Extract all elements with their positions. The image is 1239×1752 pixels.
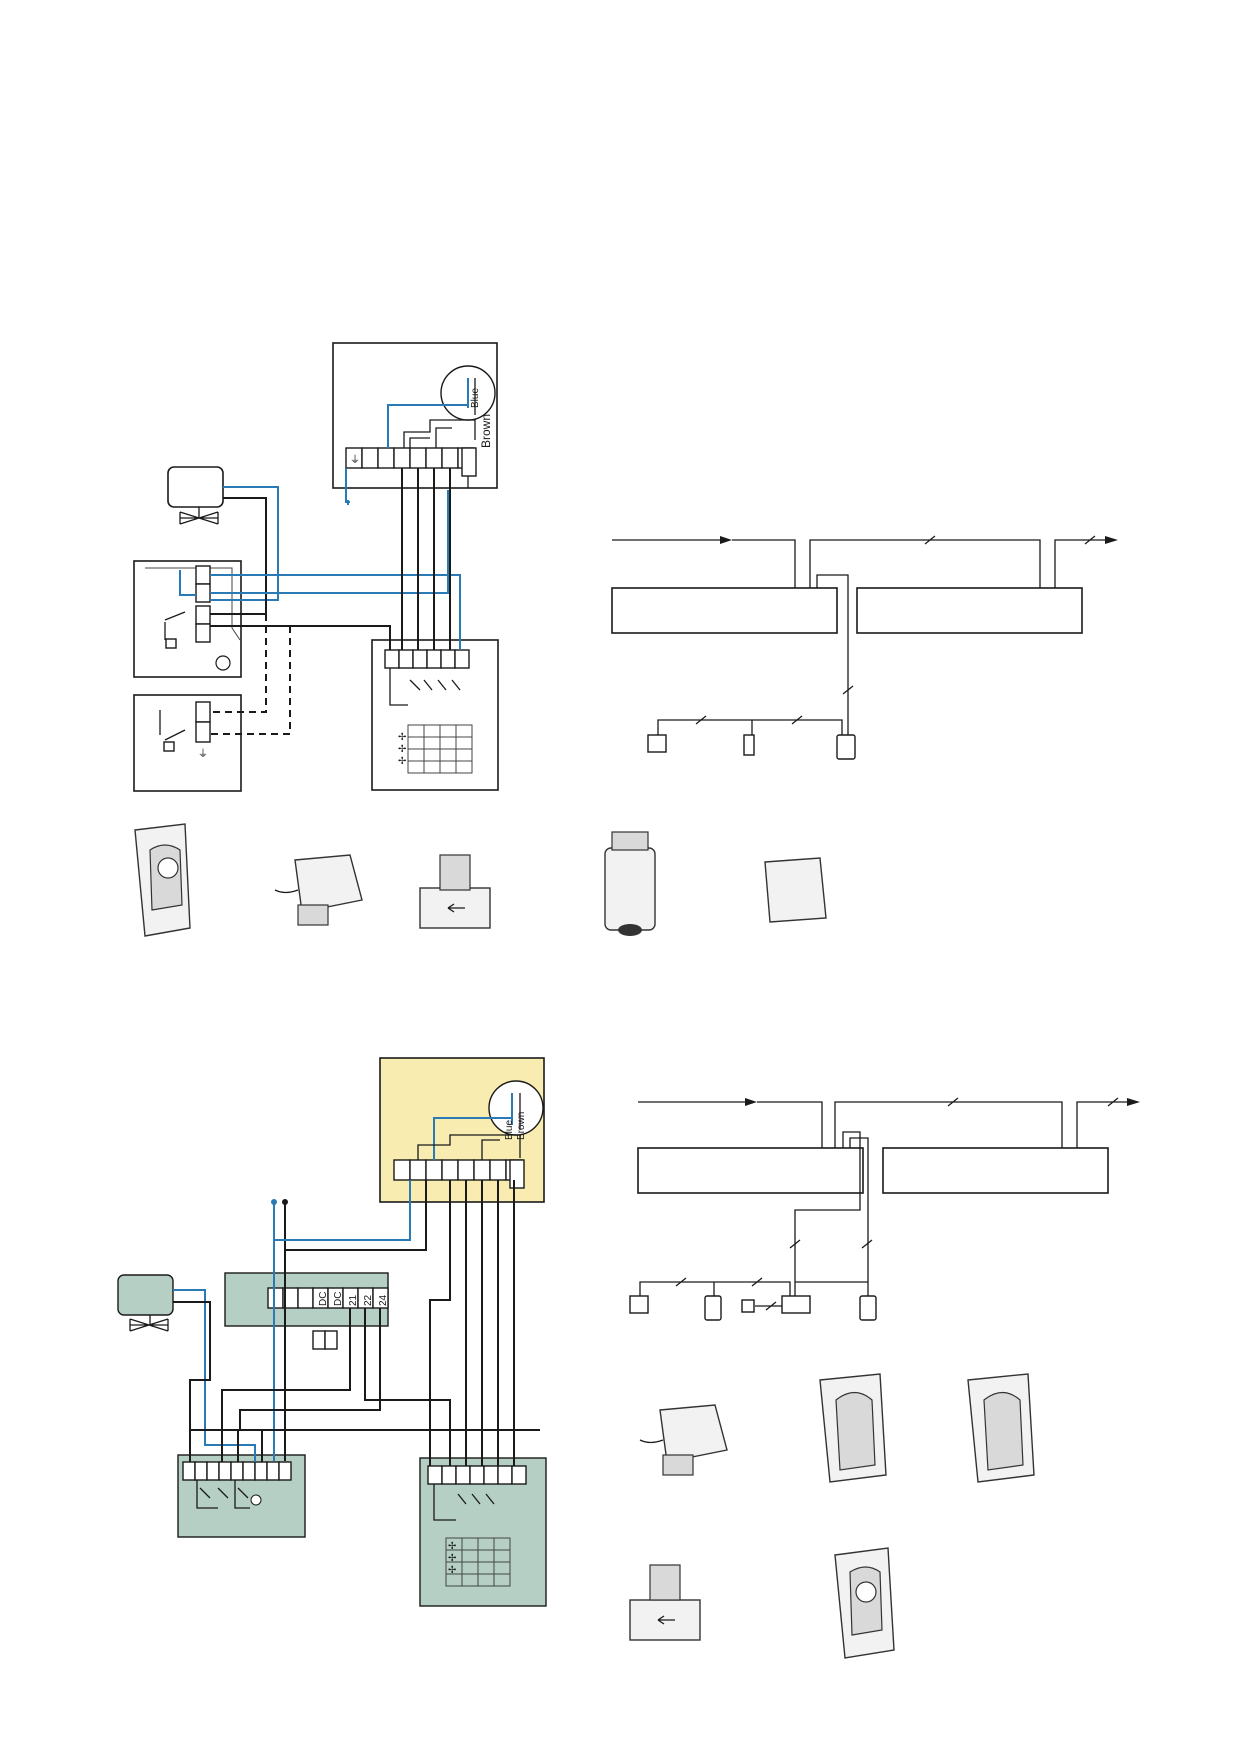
product-sensor-panel-1 [819, 1373, 887, 1483]
sensor-5 [704, 1295, 722, 1321]
unit-box-1a [611, 587, 838, 634]
ground-symbol: ⏚ [350, 454, 360, 466]
terminal-label-dc1: DC [318, 1292, 329, 1306]
valve-actuator-2 [117, 1274, 174, 1332]
panel-1: ⏚ Blue Brown [133, 342, 1118, 937]
terminal-label-dc2: DC [333, 1292, 344, 1306]
product-sensor-panel-2 [967, 1373, 1035, 1483]
product-thermostat-2 [834, 1547, 895, 1659]
panel-1-wiring [179, 468, 461, 735]
unit-box-2b [882, 1147, 1109, 1194]
fan-icon: ✢ [448, 1565, 456, 1576]
thermostat-1-dial [215, 655, 231, 671]
wire-label-blue-1: Blue [470, 388, 481, 408]
fan-speed-grid-2 [445, 1537, 511, 1587]
controller-box [781, 1295, 811, 1314]
relay-module: DC DC 21 22 24 [224, 1272, 389, 1350]
bus-diagram-2 [629, 1097, 1140, 1321]
wire-label-brown-1: Brown [479, 414, 493, 448]
ground-symbol: ⏚ [198, 748, 208, 760]
product-valve-1 [419, 854, 491, 929]
sensor-1 [647, 734, 667, 753]
sensor-2 [743, 734, 755, 756]
valve-actuator-1 [167, 466, 224, 525]
sensor-4 [629, 1295, 649, 1314]
unit-box-1b [856, 587, 1083, 634]
terminal-label-21: 21 [348, 1294, 359, 1306]
fan-speed-grid-1 [407, 724, 473, 774]
product-valve-2 [629, 1564, 701, 1641]
fan-icon: ✢ [448, 1553, 456, 1564]
wire-label-brown-2: Brown [516, 1112, 527, 1140]
external-switch-1: ⏚ [133, 694, 242, 792]
sensor-3 [836, 734, 856, 760]
fan-icon: ✢ [398, 732, 406, 743]
unit-box-2a [637, 1147, 864, 1194]
terminal-label-22: 22 [363, 1294, 374, 1306]
thermostat-1 [133, 560, 242, 678]
sensor-7 [859, 1295, 877, 1321]
product-controller-1 [764, 857, 827, 923]
product-actuator-2 [639, 1404, 728, 1476]
product-thermostat-1 [134, 823, 191, 937]
panel-2-wiring [173, 1180, 540, 1466]
product-room-sensor-1 [604, 831, 656, 936]
thermostat-2 [177, 1454, 306, 1538]
terminal-label-24: 24 [378, 1294, 389, 1306]
heater-terminal-strip-1 [345, 447, 475, 469]
fan-icon: ✢ [398, 744, 406, 755]
fan-icon: ✢ [448, 1541, 456, 1552]
fan-controller-1: ✢ ✢ ✢ [371, 639, 499, 791]
wire-label-blue-2: Blue [504, 1120, 515, 1140]
heater-unit-2: Blue Brown [379, 1057, 545, 1203]
heater-unit-1: ⏚ Blue Brown [332, 342, 498, 489]
thermostat-2-dial [250, 1494, 262, 1506]
product-actuator-1 [274, 854, 363, 926]
bus-diagram-1 [611, 535, 1118, 760]
panel-2: Blue Brown DC DC 21 22 [117, 1057, 1140, 1659]
fan-controller-2: ✢ ✢ ✢ [419, 1457, 547, 1607]
sensor-6 [741, 1299, 755, 1313]
fan-icon: ✢ [398, 756, 406, 767]
